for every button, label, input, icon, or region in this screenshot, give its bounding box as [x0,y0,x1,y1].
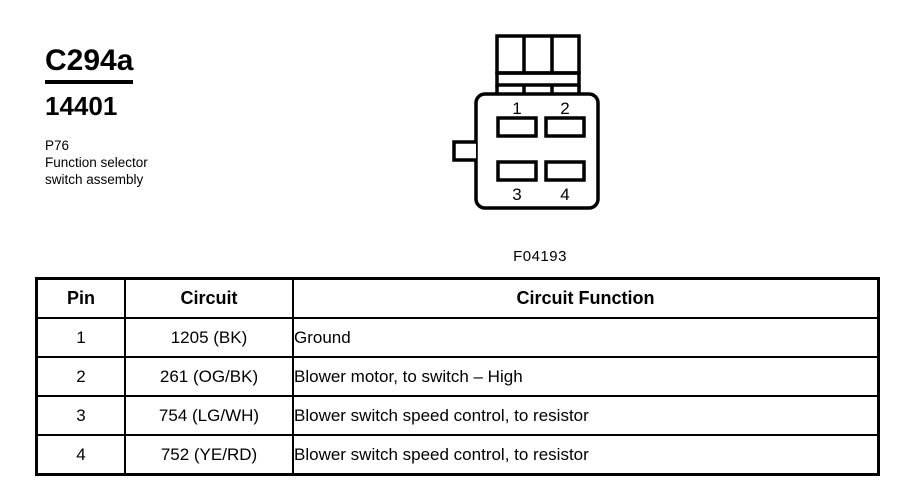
pin-table-head: Pin Circuit Circuit Function [35,277,880,319]
table-row: 3 754 (LG/WH) Blower switch speed contro… [35,395,880,436]
table-header-row: Pin Circuit Circuit Function [35,277,880,319]
header-pin: Pin [35,277,126,319]
pin-number-1: 1 [512,99,521,118]
cell-circuit: 261 (OG/BK) [124,356,294,397]
cell-circuit: 1205 (BK) [124,317,294,358]
connector-drawing-svg: 1 2 3 4 [452,34,600,210]
terminal-slot-4 [544,160,586,182]
ref-designator: P76 [45,138,70,153]
pin-number-3: 3 [512,185,521,204]
top-tab-outer [495,34,581,75]
top-tab-band [495,71,581,87]
pin-number-4: 4 [560,185,569,204]
pin-number-2: 2 [560,99,569,118]
cell-circuit: 754 (LG/WH) [124,395,294,436]
connector-illustration: 1 2 3 4 F04193 [440,20,640,265]
table-row: 4 752 (YE/RD) Blower switch speed contro… [35,434,880,476]
connector-description: P76 Function selector switch assembly [45,137,255,188]
description-line-1: Function selector [45,155,148,170]
cell-function: Blower motor, to switch – High [292,356,880,397]
table-row: 2 261 (OG/BK) Blower motor, to switch – … [35,356,880,397]
header-circuit: Circuit [124,277,294,319]
figure-caption: F04193 [513,248,567,265]
cell-function: Ground [292,317,880,358]
cell-function: Blower switch speed control, to resistor [292,395,880,436]
cell-circuit: 752 (YE/RD) [124,434,294,476]
cell-pin: 2 [35,356,126,397]
table-row: 1 1205 (BK) Ground [35,317,880,358]
terminal-slot-1 [496,116,538,138]
cell-function: Blower switch speed control, to resistor [292,434,880,476]
pin-table: Pin Circuit Circuit Function 1 1205 (BK)… [35,277,880,476]
cell-pin: 3 [35,395,126,436]
cell-pin: 4 [35,434,126,476]
cell-pin: 1 [35,317,126,358]
pin-table-body: 1 1205 (BK) Ground 2 261 (OG/BK) Blower … [35,317,880,476]
left-locking-tab-outline [452,140,476,162]
connector-label-block: C294a 14401 P76 Function selector switch… [45,44,255,188]
connector-id: C294a [45,44,134,84]
connector-body [474,92,600,210]
pin-table-wrapper: Pin Circuit Circuit Function 1 1205 (BK)… [35,277,880,476]
description-line-2: switch assembly [45,172,144,187]
terminal-slot-2 [544,116,586,138]
terminal-slot-3 [496,160,538,182]
header-function: Circuit Function [292,277,880,319]
part-number: 14401 [45,91,118,121]
